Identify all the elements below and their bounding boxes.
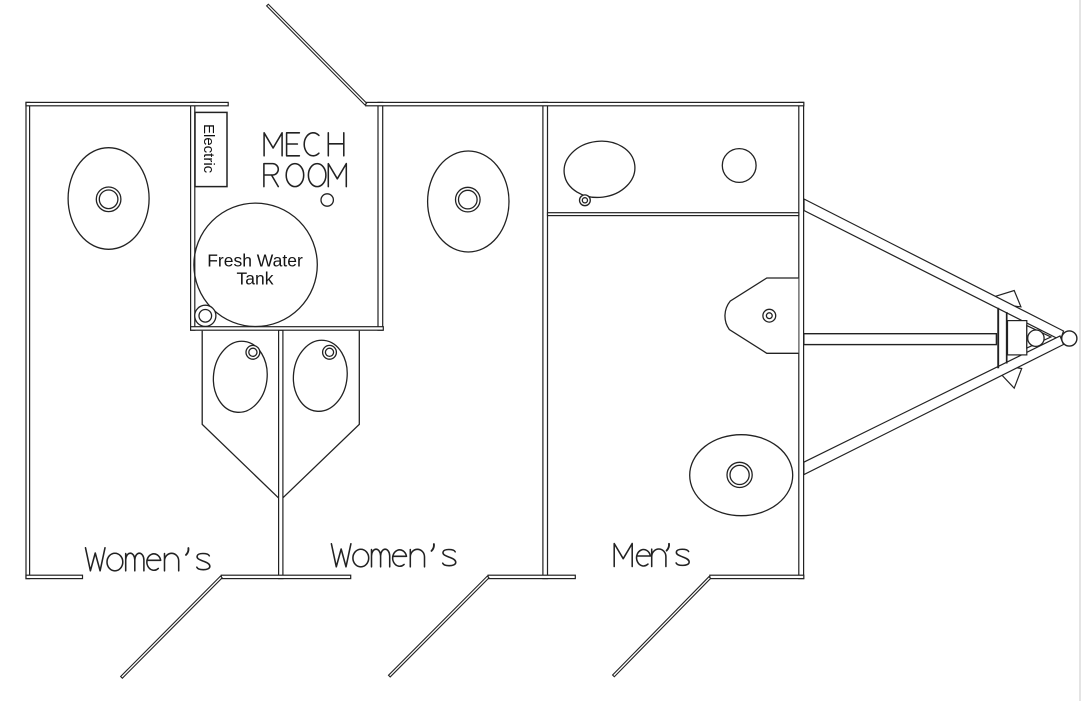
svg-text:Tank: Tank — [237, 269, 274, 289]
svg-text:Electric: Electric — [200, 124, 217, 174]
svg-text:Fresh Water: Fresh Water — [207, 251, 303, 271]
